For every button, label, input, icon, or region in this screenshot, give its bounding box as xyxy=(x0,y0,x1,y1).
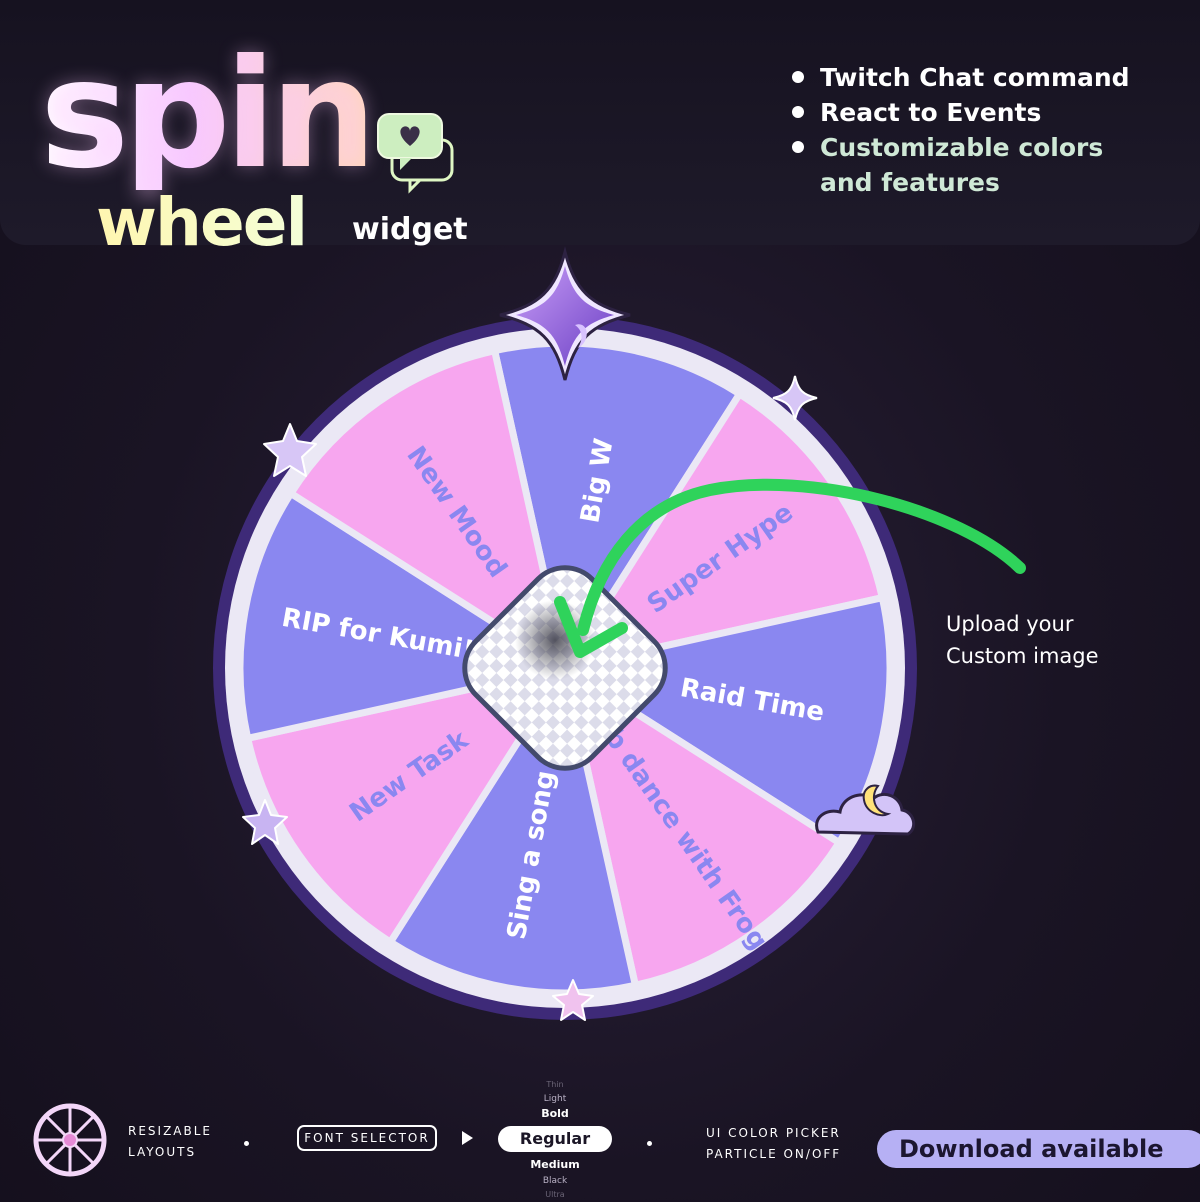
pointer-gem-icon xyxy=(499,246,631,381)
wheel-segment xyxy=(559,660,844,990)
weight-option-regular[interactable]: Regular xyxy=(498,1126,612,1152)
weight-option-ultra[interactable]: Ultra xyxy=(545,1190,565,1199)
title-wheel: wheel xyxy=(96,184,308,261)
sparkle-star-icon xyxy=(552,979,594,1021)
feature-item: and features xyxy=(820,168,1000,197)
ui-color-picker-label: UI COLOR PICKER xyxy=(706,1126,841,1140)
weight-option-bold[interactable]: Bold xyxy=(541,1107,569,1120)
play-arrow-icon xyxy=(462,1131,473,1145)
wheel-logo-icon xyxy=(33,1103,107,1177)
weight-option-light[interactable]: Light xyxy=(543,1094,567,1104)
wheel-segment xyxy=(557,389,887,674)
upload-note: Upload your Custom image xyxy=(946,612,1099,668)
feature-item: Twitch Chat command xyxy=(790,60,1130,95)
wheel-segment xyxy=(243,662,573,947)
feature-list: Twitch Chat command React to Events Cust… xyxy=(790,60,1130,200)
weight-option-thin[interactable]: Thin xyxy=(546,1080,564,1089)
download-button[interactable]: Download available xyxy=(877,1130,1200,1168)
particle-toggle-label: PARTICLE ON/OFF xyxy=(706,1147,842,1161)
feature-item: React to Events xyxy=(790,95,1130,130)
feature-item: Customizable colors xyxy=(790,130,1130,165)
weight-option-medium[interactable]: Medium xyxy=(530,1158,580,1171)
title-widget: widget xyxy=(352,212,468,247)
custom-image-placeholder[interactable] xyxy=(431,520,700,789)
ui-options-label: UI COLOR PICKER PARTICLE ON/OFF xyxy=(706,1123,841,1165)
sparkle-star-icon xyxy=(242,799,288,845)
title-spin: spin xyxy=(40,28,377,202)
resizable-layouts-label: RESIZABLE LAYOUTS xyxy=(128,1124,213,1159)
font-weight-list[interactable]: Thin Light Bold Regular Medium Black Ult… xyxy=(498,1078,612,1202)
cloud-moon-icon xyxy=(815,784,916,836)
bullet-icon xyxy=(792,71,804,83)
chat-heart-icon xyxy=(377,113,454,194)
separator-dot xyxy=(647,1141,652,1146)
arrow-head-icon xyxy=(554,596,628,658)
weight-option-black[interactable]: Black xyxy=(542,1176,568,1186)
sparkle-star-icon xyxy=(772,375,818,421)
upload-arrow xyxy=(577,478,1026,636)
separator-dot xyxy=(244,1141,249,1146)
header-panel xyxy=(0,0,1200,245)
bullet-icon xyxy=(792,106,804,118)
sparkle-star-icon xyxy=(263,423,317,477)
bullet-icon xyxy=(792,141,804,153)
font-selector-button[interactable]: FONT SELECTOR xyxy=(297,1125,437,1151)
